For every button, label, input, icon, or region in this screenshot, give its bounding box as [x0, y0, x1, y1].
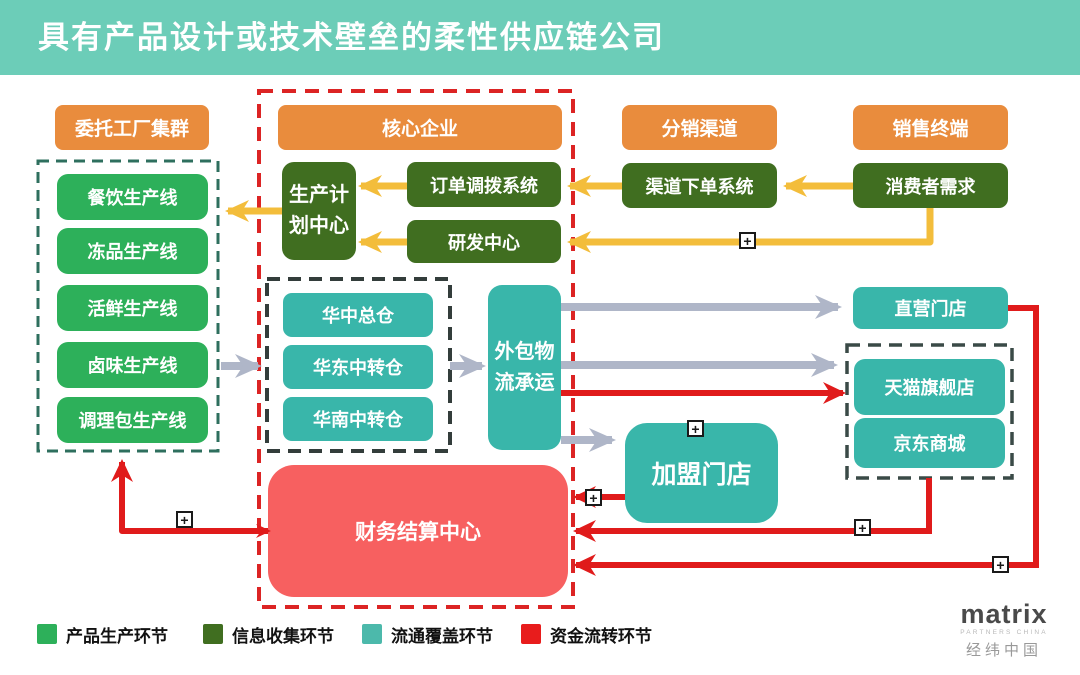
node-channel-order-system: 渠道下单系统	[622, 163, 777, 208]
section-header-core-enterprise: 核心企业	[278, 105, 562, 150]
node-production-line-prepared-pack: 调理包生产线	[57, 397, 208, 443]
node-rnd-center: 研发中心	[407, 220, 561, 263]
plus-marker-icon	[992, 556, 1009, 573]
legend-swatch-green	[37, 624, 57, 644]
node-outsourced-logistics: 外包物流承运	[488, 285, 561, 450]
logo-subtitle-text: PARTNERS CHINA	[960, 629, 1048, 636]
node-store-direct: 直营门店	[853, 287, 1008, 329]
node-store-tmall: 天猫旗舰店	[854, 359, 1005, 415]
legend-swatch-dark-green	[203, 624, 223, 644]
section-header-distribution-channel: 分销渠道	[622, 105, 777, 150]
node-store-jd: 京东商城	[854, 418, 1005, 468]
node-production-line-fresh: 活鲜生产线	[57, 285, 208, 331]
node-finance-settlement-center: 财务结算中心	[268, 465, 568, 597]
node-order-dispatch-system: 订单调拨系统	[407, 162, 561, 207]
section-header-sales-terminal: 销售终端	[853, 105, 1008, 150]
plus-marker-icon	[585, 489, 602, 506]
node-store-franchise: 加盟门店	[625, 423, 778, 523]
legend-item-capital: 资金流转环节	[521, 623, 652, 646]
node-consumer-demand: 消费者需求	[853, 163, 1008, 208]
legend-label: 资金流转环节	[550, 626, 652, 646]
legend-item-circulation: 流通覆盖环节	[362, 623, 493, 646]
plus-marker-icon	[739, 232, 756, 249]
arrow-finance-to-factory-cluster	[111, 459, 271, 538]
legend-item-production: 产品生产环节	[37, 623, 168, 646]
page-title: 具有产品设计或技术壁垒的柔性供应链公司	[38, 20, 665, 55]
node-warehouse-south-china: 华南中转仓	[283, 397, 433, 441]
plus-marker-icon	[687, 420, 704, 437]
legend-label: 信息收集环节	[232, 626, 334, 646]
section-header-factory-cluster: 委托工厂集群	[55, 105, 209, 150]
legend-swatch-teal	[362, 624, 382, 644]
legend-label: 产品生产环节	[66, 626, 168, 646]
logo-chinese-text: 经纬中国	[965, 642, 1042, 659]
plus-marker-icon	[176, 511, 193, 528]
matrix-partners-logo: matrix PARTNERS CHINA 经纬中国	[958, 601, 1050, 660]
legend-item-information: 信息收集环节	[203, 623, 334, 646]
node-warehouse-central-china: 华中总仓	[283, 293, 433, 337]
node-production-line-catering: 餐饮生产线	[57, 174, 208, 220]
legend-swatch-red	[521, 624, 541, 644]
node-warehouse-east-china: 华东中转仓	[283, 345, 433, 389]
legend-label: 流通覆盖环节	[391, 626, 493, 646]
header-bar: 具有产品设计或技术壁垒的柔性供应链公司	[0, 0, 1080, 75]
plus-marker-icon	[854, 519, 871, 536]
logo-brand-text: matrix	[960, 599, 1048, 629]
node-production-line-frozen: 冻品生产线	[57, 228, 208, 274]
node-production-line-braised: 卤味生产线	[57, 342, 208, 388]
node-production-planning-center: 生产计划中心	[282, 162, 356, 260]
